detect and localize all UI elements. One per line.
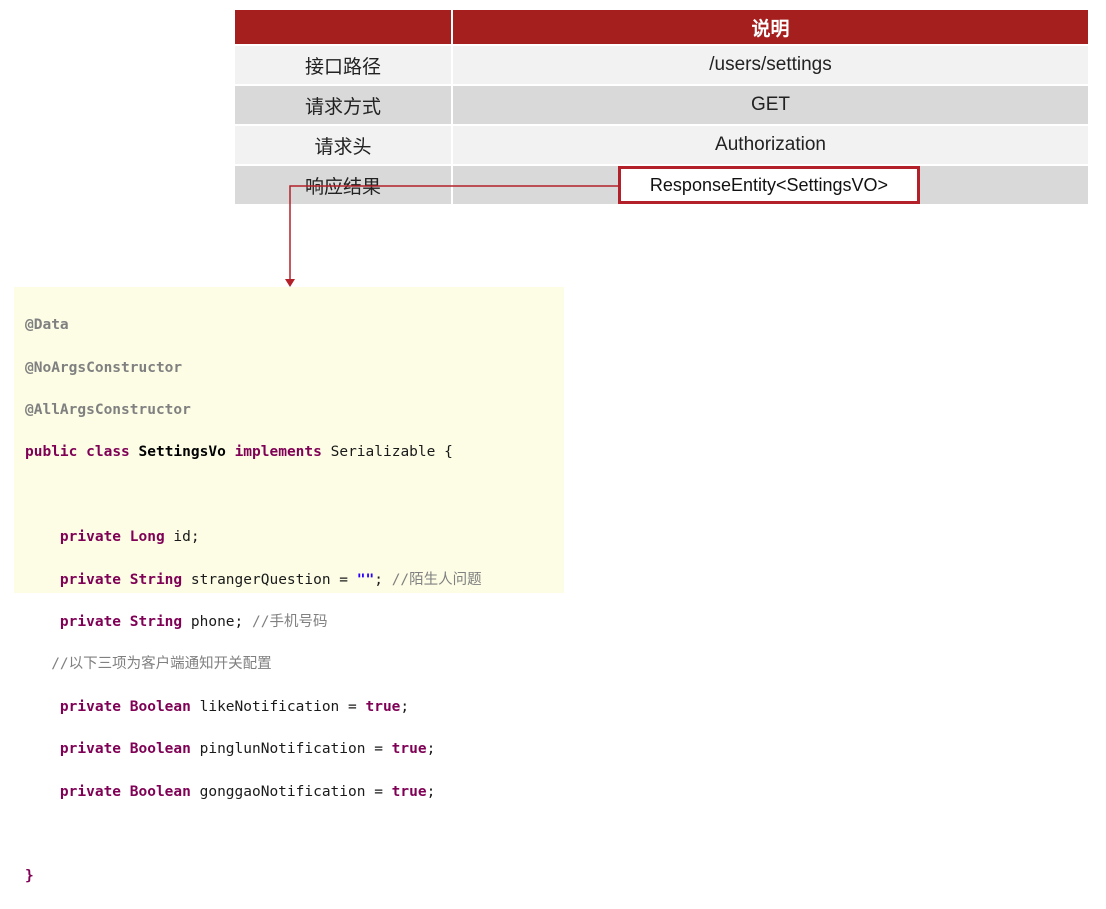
- api-table: 说明 接口路径 /users/settings 请求方式 GET 请求头 Aut…: [235, 10, 1088, 206]
- code-token: pinglunNotification =: [199, 741, 392, 758]
- code-line: private String phone; //手机号码: [25, 612, 564, 633]
- code-token: String: [129, 613, 183, 630]
- code-line: private String strangerQuestion = ""; //…: [25, 570, 564, 591]
- code-token: ;: [426, 783, 436, 800]
- code-token: @Data: [25, 317, 69, 334]
- connector-line: [289, 185, 618, 280]
- code-line: private Boolean likeNotification = true;: [25, 697, 564, 718]
- code-token: ;: [374, 571, 383, 588]
- code-token: Boolean: [129, 741, 191, 758]
- code-token: "": [356, 571, 375, 588]
- code-token: Boolean: [129, 783, 191, 800]
- code-token: id;: [173, 529, 200, 546]
- row-label: 接口路径: [235, 46, 453, 84]
- code-token: //以下三项为客户端通知开关配置: [51, 656, 272, 673]
- response-highlight-box: ResponseEntity<SettingsVO>: [618, 166, 920, 204]
- code-token: likeNotification =: [199, 698, 366, 715]
- row-value: /users/settings: [709, 54, 832, 75]
- table-row: 请求方式 GET: [235, 86, 1088, 126]
- code-line: @AllArgsConstructor: [25, 400, 564, 421]
- code-line: @Data: [25, 315, 564, 336]
- code-token: phone;: [190, 613, 244, 630]
- code-token: SettingsVo: [138, 444, 226, 461]
- code-token: @NoArgsConstructor: [25, 359, 183, 376]
- code-line: //以下三项为客户端通知开关配置: [25, 654, 564, 675]
- row-value: Authorization: [715, 134, 826, 155]
- code-token: class: [86, 444, 130, 461]
- code-token: strangerQuestion =: [190, 571, 357, 588]
- table-row: 请求头 Authorization: [235, 126, 1088, 166]
- table-header: 说明: [235, 10, 1088, 46]
- row-label: 请求方式: [235, 86, 453, 124]
- code-token: String: [129, 571, 183, 588]
- code-token: implements: [234, 444, 322, 461]
- code-line: }: [25, 866, 564, 887]
- code-line: private Long id;: [25, 527, 564, 548]
- code-line: public class SettingsVo implements Seria…: [25, 442, 564, 463]
- arrow-head-icon: [285, 279, 295, 287]
- code-line: private Boolean pinglunNotification = tr…: [25, 739, 564, 760]
- code-token: true: [391, 783, 427, 800]
- row-value: GET: [750, 94, 791, 115]
- header-col1: [235, 10, 453, 44]
- code-token: Serializable: [330, 444, 436, 461]
- code-token: private: [59, 529, 122, 546]
- code-token: //陌生人问题: [391, 571, 482, 588]
- code-token: true: [391, 741, 427, 758]
- code-token: private: [59, 613, 122, 630]
- table-row: 接口路径 /users/settings: [235, 46, 1088, 86]
- code-token: }: [25, 868, 34, 885]
- code-token: {: [444, 444, 453, 461]
- code-token: //手机号码: [252, 613, 328, 630]
- code-line: private Boolean gonggaoNotification = tr…: [25, 782, 564, 803]
- code-token: true: [365, 698, 401, 715]
- code-token: public: [25, 444, 78, 461]
- code-line: @NoArgsConstructor: [25, 358, 564, 379]
- code-token: ;: [400, 698, 410, 715]
- code-token: @AllArgsConstructor: [25, 401, 191, 418]
- code-line: [25, 485, 564, 506]
- row-label: 请求头: [235, 126, 453, 164]
- code-line: [25, 824, 564, 845]
- code-token: private: [59, 571, 122, 588]
- code-token: Boolean: [129, 698, 191, 715]
- code-token: private: [59, 698, 122, 715]
- code-token: private: [59, 783, 122, 800]
- code-token: Long: [129, 529, 165, 546]
- connector-arrow: [285, 185, 618, 287]
- header-col2: 说明: [751, 17, 790, 40]
- code-token: gonggaoNotification =: [199, 783, 392, 800]
- code-block: @Data @NoArgsConstructor @AllArgsConstru…: [14, 287, 564, 884]
- code-token: ;: [426, 741, 436, 758]
- response-type-text: ResponseEntity<SettingsVO>: [649, 174, 889, 195]
- code-token: private: [59, 741, 122, 758]
